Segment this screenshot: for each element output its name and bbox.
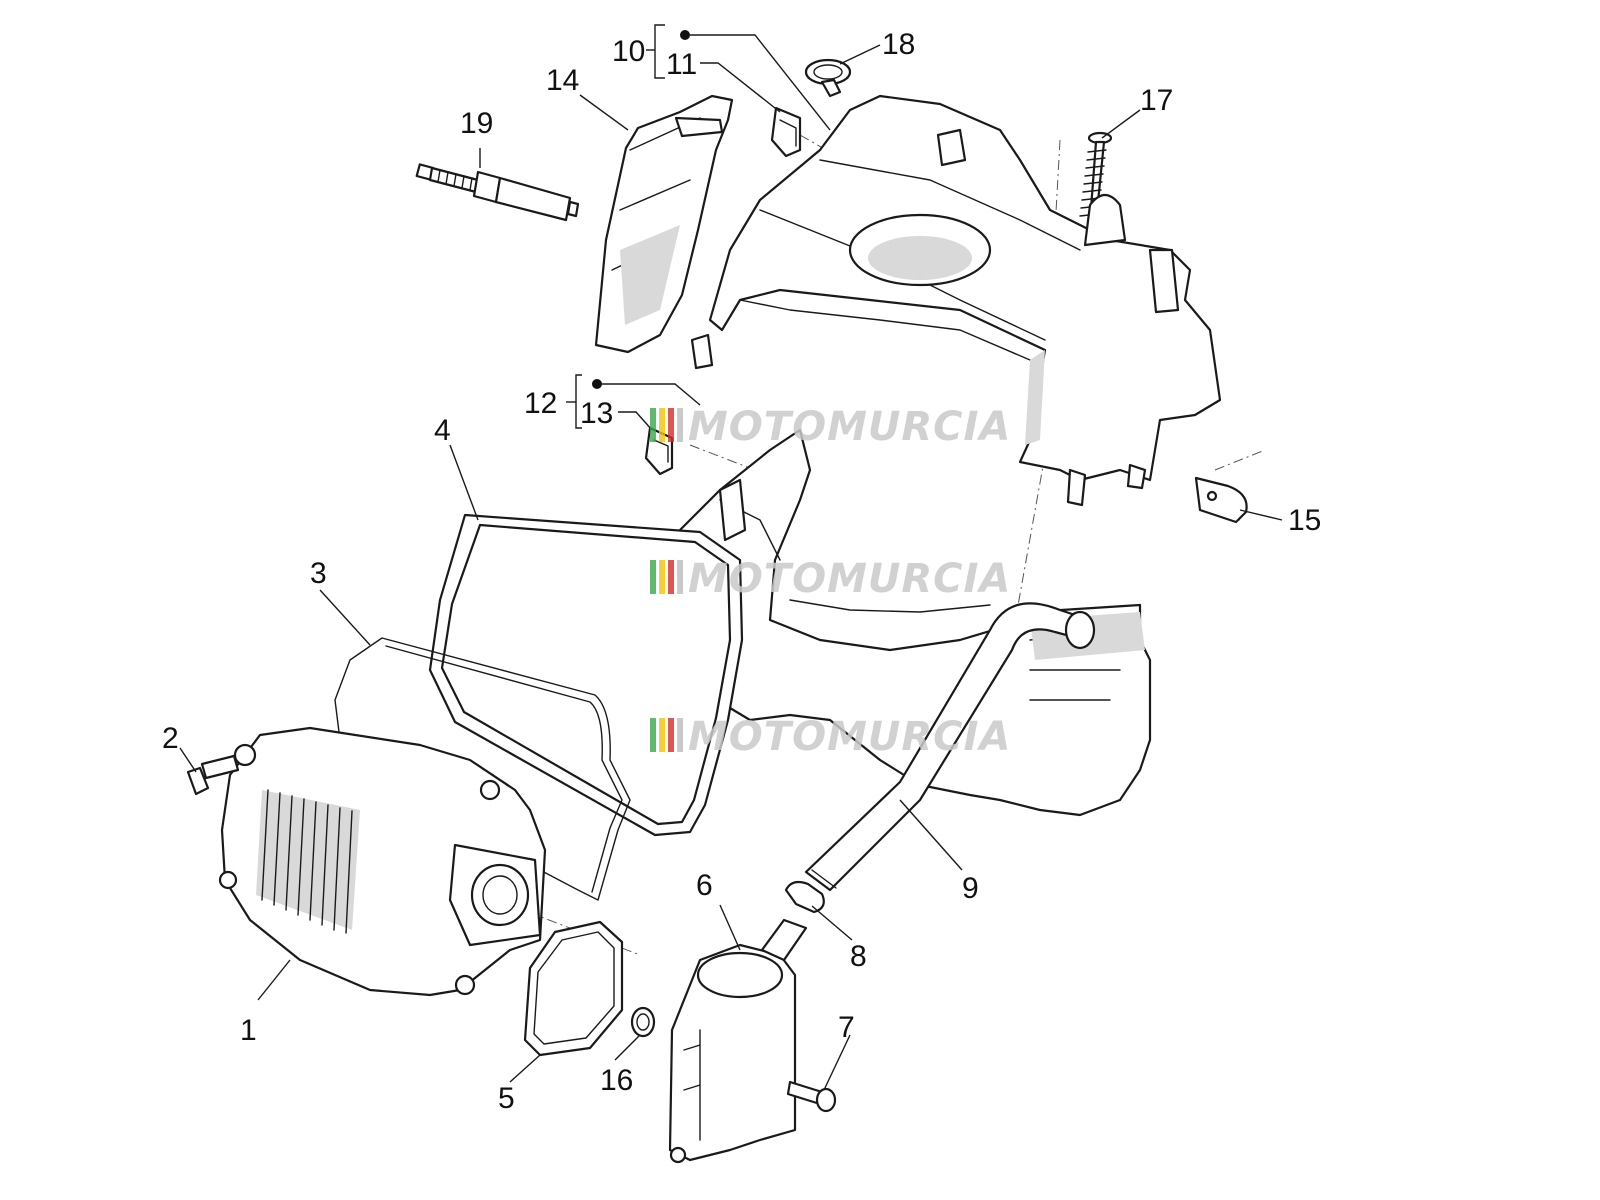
watermark-text: MOTOMURCIA [688,556,1011,602]
watermark-text: MOTOMURCIA [688,404,1011,450]
watermark-stripe-gray [677,408,683,442]
watermark-stripe-red [668,718,674,752]
watermark-logo: MOTOMURCIA [650,556,1011,602]
watermark-stripe-gray [677,560,683,594]
gasket-frame-part-4 [428,513,744,837]
callout-16: 16 [600,1064,633,1097]
o-ring-part-16 [630,1006,656,1038]
watermark-logo: MOTOMURCIA [650,714,1011,760]
watermark-stripe-green [650,560,656,594]
spark-plug-part [415,163,580,222]
callout-14: 14 [546,64,579,97]
callout-7: 7 [838,1011,855,1044]
watermark-stripe-yellow [659,560,665,594]
bolt-part-2 [186,754,240,796]
callout-13: 13 [580,397,613,430]
callout-15: 15 [1288,504,1321,537]
callout-19: 19 [460,107,493,140]
hose-clip-part [784,880,825,914]
callout-5: 5 [498,1082,515,1115]
callout-8: 8 [850,940,867,973]
breather-hose-part [804,602,1096,892]
watermark: MOTOMURCIA MOTOMURCIA MOTOMURCIA [650,404,1011,760]
cylinder-head-cover-part [218,726,547,997]
watermark-stripe-green [650,408,656,442]
watermark-stripe-gray [677,718,683,752]
callout-4: 4 [434,414,451,447]
callout-2: 2 [162,722,179,755]
watermark-stripe-yellow [659,718,665,752]
heat-shield-part [594,94,734,354]
gasket-part-5 [523,920,624,1057]
watermark-text: MOTOMURCIA [688,714,1011,760]
callout-17: 17 [1140,84,1173,117]
callout-6: 6 [696,869,713,902]
watermark-stripe-red [668,408,674,442]
bolt-part-7 [786,1080,837,1113]
leader-lines [179,24,1283,1091]
clip-part-11 [770,106,802,158]
callout-10: 10 [612,35,645,68]
callout-12: 12 [524,387,557,420]
watermark-stripe-yellow [659,408,665,442]
callout-9: 9 [962,872,979,905]
watermark-logo: MOTOMURCIA [650,404,1011,450]
bracket-part-15 [1194,476,1248,524]
callout-labels: 1 2 3 4 5 6 7 8 9 10 11 12 13 14 15 16 1… [162,28,1321,1115]
hose-clamp-part [804,58,852,98]
watermark-stripe-green [650,718,656,752]
oil-separator-part [668,918,808,1164]
callout-18: 18 [882,28,915,61]
callout-11: 11 [666,48,697,81]
callout-1: 1 [240,1014,257,1047]
upper-housing-part [690,94,1222,507]
callout-3: 3 [310,557,327,590]
watermark-stripe-red [668,560,674,594]
